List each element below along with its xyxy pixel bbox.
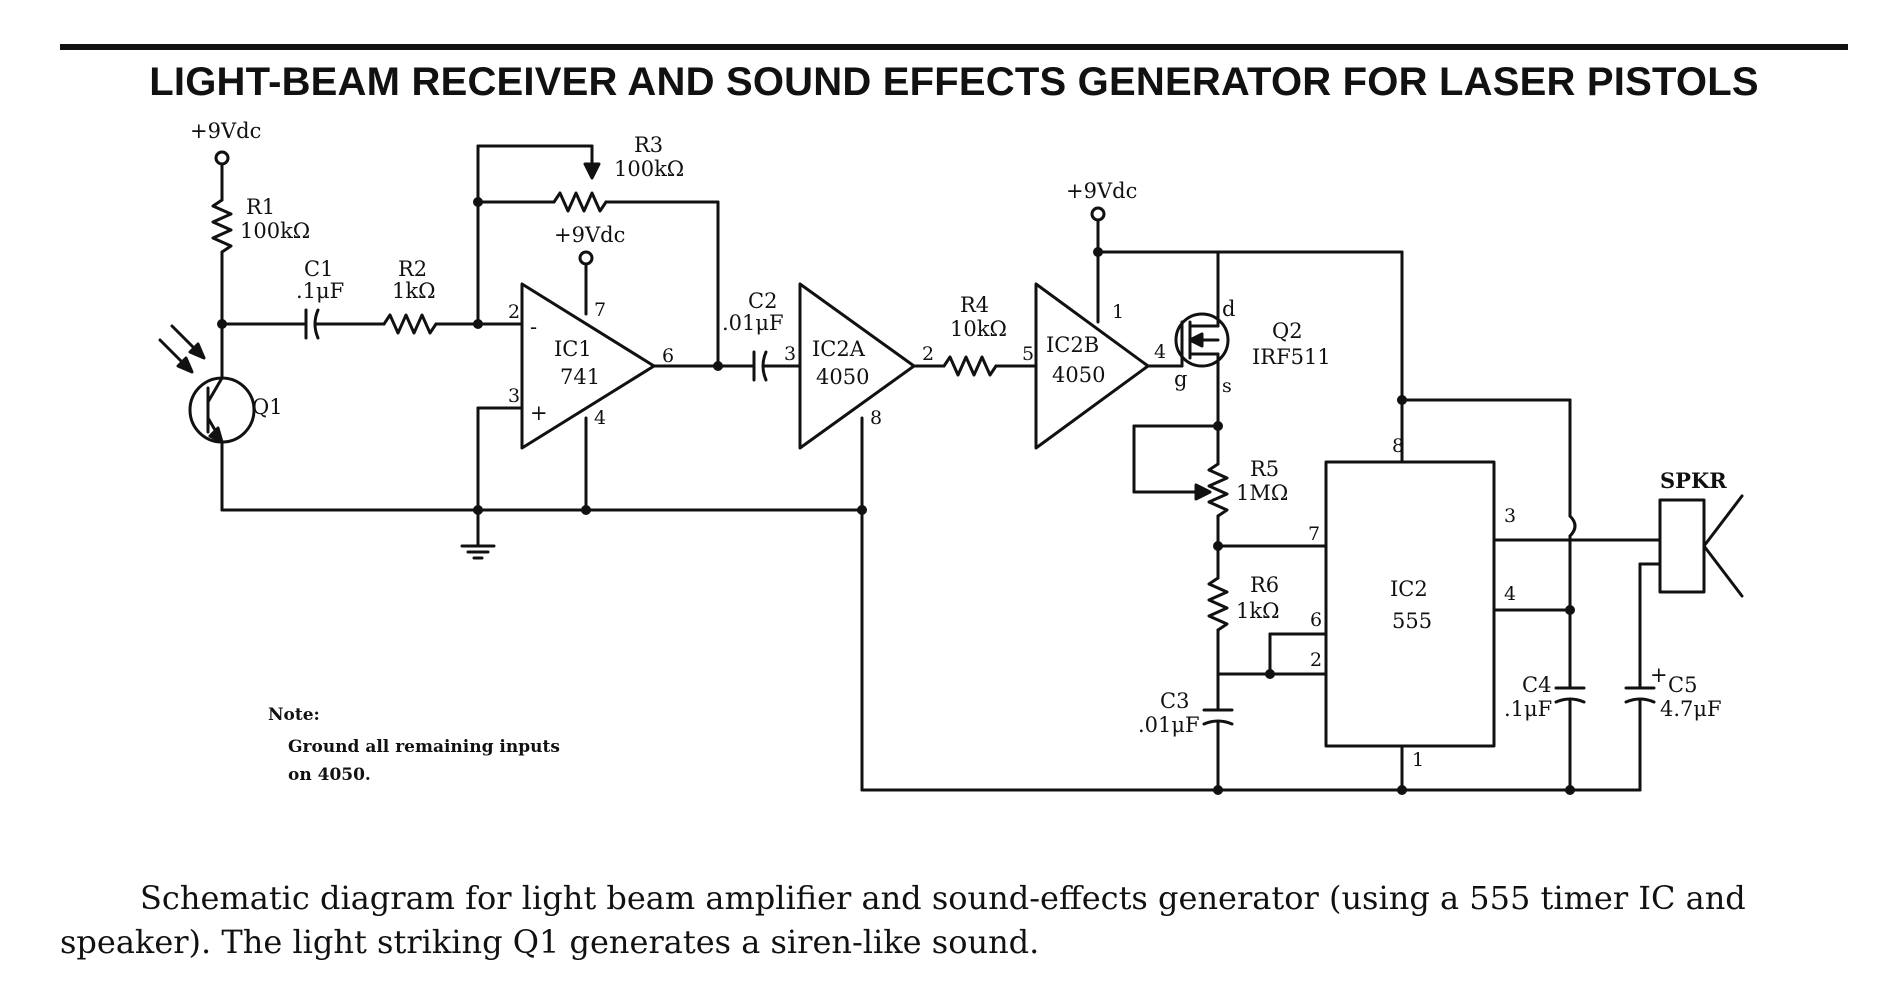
ic1-name: IC1	[554, 337, 592, 361]
figure-caption: Schematic diagram for light beam amplifi…	[60, 876, 1850, 964]
ic1-supply-label: +9Vdc	[554, 223, 625, 247]
ic1-plus: +	[530, 401, 548, 425]
ic2-555-timer	[1324, 460, 1496, 748]
ic2a-pin-2: 2	[922, 343, 934, 365]
ic2-pin-6: 6	[1310, 609, 1322, 631]
r5-wiper-arrow-icon	[1194, 483, 1212, 501]
top-rule	[60, 44, 1848, 50]
q2-drain-label: d	[1222, 297, 1235, 321]
r3-value: 100kΩ	[614, 157, 684, 181]
r3-potentiometer	[552, 191, 608, 213]
ic2a-pin-3: 3	[784, 343, 796, 365]
q1-phototransistor	[188, 322, 256, 512]
note-line-1: Ground all remaining inputs	[288, 737, 560, 757]
r6-name: R6	[1250, 573, 1279, 597]
c2-name: C2	[748, 289, 777, 313]
ic1-pin-2: 2	[508, 301, 520, 323]
r1-value: 100kΩ	[240, 219, 310, 243]
page-title: LIGHT-BEAM RECEIVER AND SOUND EFFECTS GE…	[149, 60, 1759, 104]
r2-resistor	[382, 313, 438, 335]
r2-name: R2	[398, 257, 427, 281]
r1-resistor	[211, 198, 233, 254]
speaker-icon	[1658, 494, 1744, 598]
light-arrows-icon	[158, 324, 206, 374]
ic2-pin-8: 8	[1392, 435, 1404, 457]
r4-name: R4	[960, 293, 989, 317]
spkr-name: SPKR	[1660, 468, 1727, 493]
junction-dots	[217, 197, 1575, 795]
ic2-pin-1: 1	[1412, 749, 1424, 771]
ic2-pin-2: 2	[1310, 649, 1322, 671]
q1-supply-terminal	[214, 150, 230, 166]
note-heading: Note:	[268, 705, 320, 725]
ic1-pin-4: 4	[594, 407, 606, 429]
ic2-pin-3: 3	[1504, 505, 1516, 527]
q2-gate-label: g	[1174, 367, 1187, 391]
ic1-pin-3: 3	[508, 385, 520, 407]
r5-value: 1MΩ	[1236, 481, 1288, 505]
caption-text: Schematic diagram for light beam amplifi…	[60, 879, 1746, 961]
q2-value: IRF511	[1252, 345, 1331, 369]
ic2a-buffer	[798, 282, 916, 450]
c5-polarity: +	[1650, 663, 1668, 687]
r4-value: 10kΩ	[950, 317, 1007, 341]
r5-potentiometer	[1207, 462, 1229, 518]
r5-name: R5	[1250, 457, 1279, 481]
ic2a-value: 4050	[816, 365, 869, 389]
ic2b-pin-4: 4	[1154, 341, 1166, 363]
q1-name: Q1	[252, 395, 283, 419]
q2-mosfet	[1170, 298, 1230, 382]
ic2b-value: 4050	[1052, 363, 1105, 387]
ic2-name: IC2	[1390, 577, 1428, 601]
c5-name: C5	[1668, 673, 1697, 697]
q2-name: Q2	[1272, 319, 1303, 343]
ic1-pin-7: 7	[594, 299, 606, 321]
ic2b-pin-5: 5	[1022, 343, 1034, 365]
c2-value: .01μF	[722, 311, 784, 335]
ic2b-pin-1: 1	[1112, 301, 1124, 323]
c1-value: .1μF	[296, 279, 344, 303]
c4-value: .1μF	[1504, 697, 1552, 721]
ground-icon	[460, 544, 496, 560]
ic1-opamp	[520, 282, 656, 450]
ic1-minus: -	[530, 315, 537, 339]
ic1-pin-6: 6	[662, 345, 674, 367]
c4-name: C4	[1522, 673, 1551, 697]
c3-name: C3	[1160, 689, 1189, 713]
ic2b-buffer	[1034, 282, 1150, 450]
ic2-value: 555	[1392, 609, 1432, 633]
c3-value: .01μF	[1138, 713, 1200, 737]
r6-value: 1kΩ	[1236, 599, 1280, 623]
ic2a-pin-8: 8	[870, 407, 882, 429]
q2-supply-label: +9Vdc	[1066, 179, 1137, 203]
ic2b-name: IC2B	[1046, 333, 1099, 357]
r4-resistor	[942, 355, 998, 377]
note-line-2: on 4050.	[288, 765, 371, 785]
schematic-diagram: +9Vdc R1 100kΩ C1 .1μF R2 1kΩ Q1 R3 100k…	[158, 119, 1744, 795]
r3-name: R3	[634, 133, 663, 157]
c1-name: C1	[304, 257, 333, 281]
r3-wiper-arrow-icon	[583, 162, 601, 180]
r2-value: 1kΩ	[392, 279, 436, 303]
ic2a-name: IC2A	[812, 337, 866, 361]
ic2-pin-7: 7	[1308, 523, 1320, 545]
q1-supply-label: +9Vdc	[190, 119, 261, 143]
q2-source-label: s	[1222, 375, 1232, 397]
r1-name: R1	[246, 195, 275, 219]
ic2-pin-4: 4	[1504, 583, 1516, 605]
ic1-value: 741	[560, 365, 600, 389]
r6-resistor	[1207, 576, 1229, 632]
c5-value: 4.7μF	[1660, 697, 1722, 721]
